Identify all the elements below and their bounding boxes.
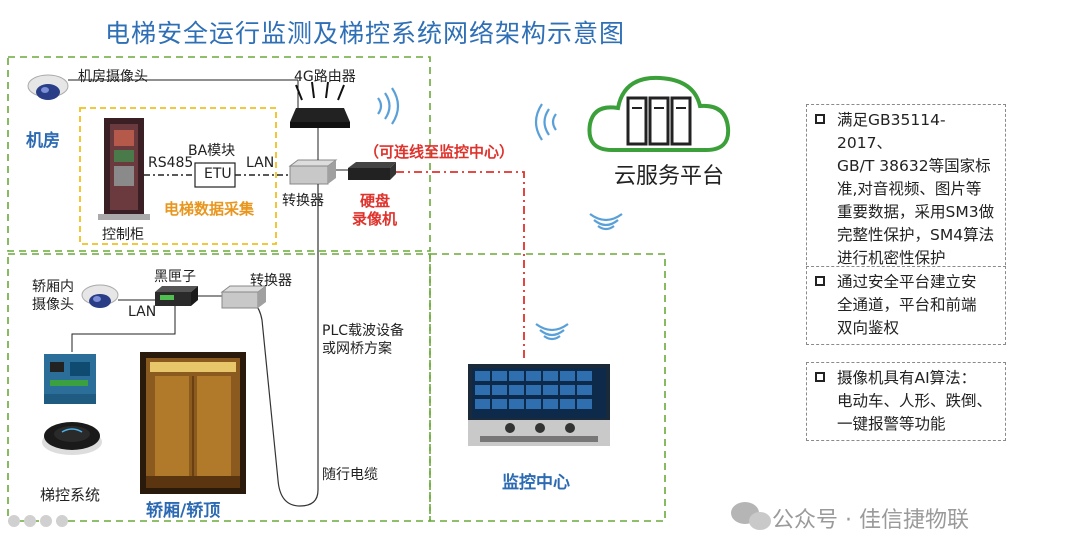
rs485-label: RS485 [148, 155, 193, 171]
machine-room-camera-label: 机房摄像头 [78, 66, 148, 86]
note-security-standard: 满足GB35114-2017、 GB/T 38632等国家标 准,对音视频、图片… [806, 104, 1006, 275]
ba-module-label: BA模块 [188, 140, 235, 160]
plc-label-line2: 或网桥方案 [322, 338, 392, 358]
cloud-icon [589, 78, 728, 150]
car-camera-label-line1: 轿厢内 [32, 276, 74, 296]
machine-room-label: 机房 [26, 126, 60, 151]
connect-center-label: （可连线至监控中心） [364, 141, 514, 162]
elevator-control-label: 梯控系统 [40, 484, 100, 505]
cloud-wifi-lower-icon [590, 214, 622, 229]
lan-label-2: LAN [128, 304, 156, 320]
travel-cable-label: 随行电缆 [322, 464, 378, 484]
router-label: 4G路由器 [294, 66, 356, 86]
note-secure-channel: 通过安全平台建立安 全通道，平台和前端 双向鉴权 [806, 266, 1006, 345]
control-cabinet-label: 控制柜 [102, 224, 144, 244]
plc-label-line1: PLC载波设备 [322, 320, 404, 340]
elevator-car-image [140, 352, 246, 494]
car-top-label: 轿厢/轿顶 [146, 496, 220, 521]
control-board-icon [44, 354, 96, 404]
recorder-icon [348, 162, 396, 180]
blackbox-label: 黑匣子 [154, 266, 196, 286]
monitor-center-label: 监控中心 [502, 468, 570, 493]
converter-label-2: 转换器 [250, 270, 292, 290]
control-cabinet-icon [98, 118, 150, 220]
wechat-logo-icon [731, 502, 771, 530]
note-ai-algorithm: 摄像机具有AI算法： 电动车、人形、跌倒、 一键报警等功能 [806, 362, 1006, 441]
blackbox-icon [155, 286, 198, 306]
note-text: 满足GB35114-2017、 GB/T 38632等国家标 准,对音视频、图片… [837, 109, 999, 270]
monitor-center-image [468, 364, 610, 446]
router-icon [290, 82, 350, 128]
recorder-label: 录像机 [352, 208, 397, 229]
car-camera-icon [82, 285, 118, 308]
cloud-wifi-left-icon [536, 104, 556, 140]
watermark: 公众号 · 佳信捷物联 [772, 502, 969, 534]
etu-label: ETU [204, 166, 232, 182]
cloud-platform-label: 云服务平台 [614, 158, 724, 190]
router-wifi-icon [378, 88, 398, 124]
monitor-wifi-icon [536, 324, 568, 339]
data-collect-label: 电梯数据采集 [164, 198, 254, 219]
note-bullet-icon [815, 276, 825, 286]
note-text: 摄像机具有AI算法： 电动车、人形、跌倒、 一键报警等功能 [837, 367, 999, 436]
machine-room-camera-icon [28, 75, 68, 100]
note-bullet-icon [815, 372, 825, 382]
note-bullet-icon [815, 114, 825, 124]
car-camera-label-line2: 摄像头 [32, 294, 74, 314]
converter-label-1: 转换器 [282, 190, 324, 210]
converter-icon-1 [290, 160, 336, 184]
lan-label-1: LAN [246, 155, 274, 171]
card-reader-icon [42, 422, 102, 455]
note-text: 通过安全平台建立安 全通道，平台和前端 双向鉴权 [837, 271, 999, 340]
